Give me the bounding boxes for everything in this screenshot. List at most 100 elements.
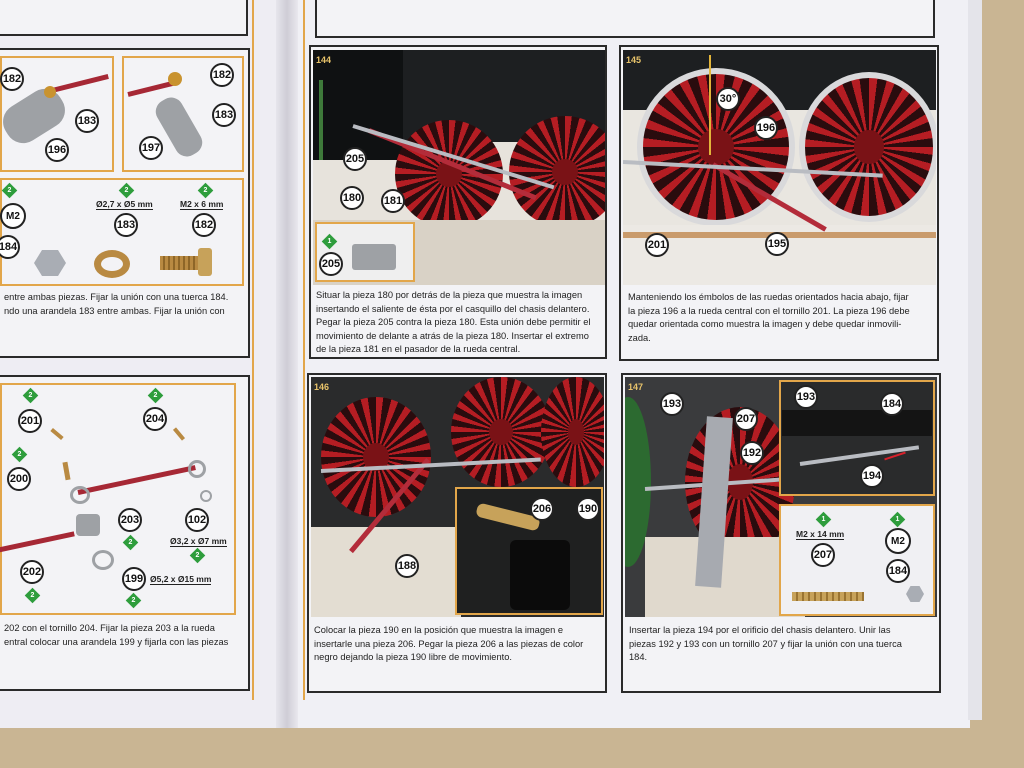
size-199: Ø5,2 x Ø15 mm [150, 574, 212, 585]
wheel-1 [395, 120, 503, 228]
wheel-146-1 [321, 397, 431, 517]
callout-196: 196 [45, 138, 69, 162]
badge-184: 2 [1, 182, 18, 199]
callout-102: 102 [185, 508, 209, 532]
left-bottom-caption-2: entral colocar una arandela 199 y fijarl… [4, 637, 229, 647]
left-top-caption-1: entre ambas piezas. Fijar la unión con u… [4, 292, 229, 302]
part-190-photo [510, 540, 570, 610]
badge-202: 2 [24, 587, 41, 604]
gutter-line-right [303, 0, 305, 700]
badge-182: 2 [197, 182, 214, 199]
callout-183-a: 183 [75, 109, 99, 133]
part-205-icon [352, 244, 396, 270]
callout-207-b: 207 [811, 543, 835, 567]
size-207: M2 x 14 mm [796, 529, 845, 540]
size-182: M2 x 6 mm [180, 199, 224, 210]
callout-180: 180 [340, 186, 364, 210]
size-183: Ø2,7 x Ø5 mm [96, 199, 153, 210]
callout-206: 206 [530, 497, 554, 521]
badge-183: 2 [118, 182, 135, 199]
callout-196-b: 196 [754, 116, 778, 140]
part-box-196 [0, 56, 114, 172]
step-146-caption: Colocar la pieza 190 en la posición que … [314, 625, 584, 663]
screw-182b [168, 72, 182, 86]
parts-box [0, 383, 236, 615]
badge-102: 2 [189, 547, 206, 564]
green-stripe [319, 80, 323, 160]
screw-102-icon [200, 490, 212, 502]
size-102: Ø3,2 x Ø7 mm [170, 536, 227, 547]
callout-182-b: 182 [210, 63, 234, 87]
part-box-197 [122, 56, 244, 172]
hardware-box [0, 178, 244, 286]
base-146 [311, 527, 461, 617]
gutter-line-left [252, 0, 254, 700]
callout-181: 181 [381, 189, 405, 213]
washer-199-icon [92, 550, 114, 570]
callout-202: 202 [20, 560, 44, 584]
callout-201-b: 201 [645, 233, 669, 257]
callout-190: 190 [576, 497, 600, 521]
callout-195: 195 [765, 232, 789, 256]
base-147 [645, 537, 805, 617]
inset-callout-205: 205 [319, 252, 343, 276]
wheel-146-2 [451, 377, 551, 487]
step-144-caption: Situar la pieza 180 por detrás de la pie… [316, 290, 591, 355]
size-m2-b: M2 [885, 528, 911, 554]
callout-203: 203 [118, 508, 142, 532]
screw-182a [44, 86, 56, 98]
locomotive-body [313, 50, 403, 160]
step-145-number: 145 [626, 55, 642, 65]
callout-192: 192 [740, 441, 764, 465]
washer-183-icon [94, 250, 130, 278]
screw-182-head [198, 248, 212, 276]
callout-193: 193 [660, 392, 684, 416]
left-top-caption-2: ndo una arandela 183 entre ambas. Fijar … [4, 306, 225, 316]
screw-207-icon [792, 592, 864, 601]
inset-callout-194: 194 [860, 464, 884, 488]
callout-199: 199 [122, 567, 146, 591]
callout-184: 184 [0, 235, 20, 259]
callout-182-a: 182 [0, 67, 24, 91]
size-m2: M2 [0, 203, 26, 229]
callout-207: 207 [734, 407, 758, 431]
wheel-2 [509, 116, 605, 228]
callout-200: 200 [7, 467, 31, 491]
badge-200: 2 [11, 446, 28, 463]
eye-203-right [188, 460, 206, 478]
step-144-number: 144 [316, 55, 332, 65]
badge-199: 2 [125, 592, 142, 609]
callout-182-c: 182 [192, 213, 216, 237]
inset-badge-205: 1 [321, 233, 338, 250]
wheel-145-1 [637, 68, 795, 226]
page-edge [968, 0, 982, 720]
callout-183-b: 183 [212, 103, 236, 127]
callout-30-deg: 30° [716, 87, 740, 111]
inset-callout-184: 184 [880, 392, 904, 416]
angle-line [709, 55, 711, 155]
book-gutter [276, 0, 298, 728]
callout-205: 205 [343, 147, 367, 171]
callout-204: 204 [143, 407, 167, 431]
inset-rod [782, 410, 932, 436]
callout-184-b: 184 [886, 559, 910, 583]
callout-197: 197 [139, 136, 163, 160]
step-146-number: 146 [314, 382, 330, 392]
badge-201: 2 [22, 387, 39, 404]
badge-184-b: 1 [889, 511, 906, 528]
part-202-end [76, 514, 100, 536]
callout-188: 188 [395, 554, 419, 578]
step-145-caption: Manteniendo los émbolos de las ruedas or… [628, 292, 910, 343]
badge-204: 2 [147, 387, 164, 404]
left-bottom-panel [0, 375, 250, 691]
inset-callout-193: 193 [794, 385, 818, 409]
step-147-caption: Insertar la pieza 194 por el orificio de… [629, 625, 902, 663]
left-top-strip [0, 0, 248, 36]
callout-201: 201 [18, 409, 42, 433]
screw-182-icon [160, 256, 204, 270]
callout-183-c: 183 [114, 213, 138, 237]
left-bottom-caption-1: 202 con el tornillo 204. Fijar la pieza … [4, 623, 215, 633]
step-147-number: 147 [628, 382, 644, 392]
nut-184-b-icon [906, 586, 924, 602]
badge-207: 1 [815, 511, 832, 528]
